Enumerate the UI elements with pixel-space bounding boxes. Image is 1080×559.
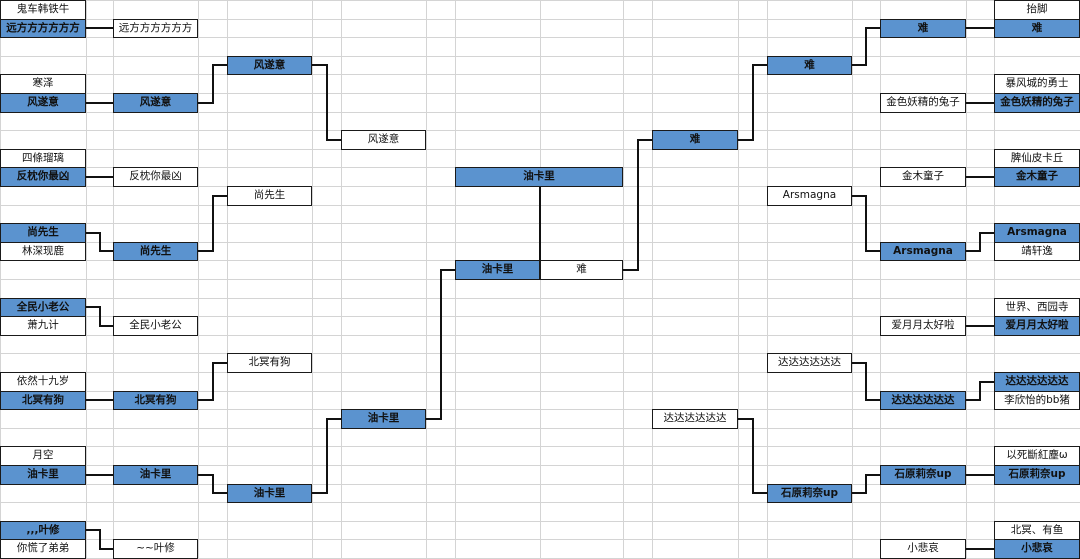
right-round1-match5-bottom: 爱月月太好啦: [994, 316, 1080, 336]
left-round1-match6-top: 依然十九岁: [0, 372, 86, 392]
right-round1-match4-bottom: 靖轩逸: [994, 242, 1080, 261]
left-round1-match6-bottom: 北冥有狗: [0, 391, 86, 410]
final-right-slot: 难: [540, 260, 623, 280]
left-round3-match2-top: 北冥有狗: [227, 353, 312, 373]
left-round1-match2-top: 寒泽: [0, 74, 86, 94]
right-round4-match1-bottom: 达达达达达达: [652, 409, 738, 429]
right-round2-match2-bottom: Arsmagna: [880, 242, 966, 261]
left-round1-match1-bottom: 远方方方方方方: [0, 19, 86, 38]
left-round2-match3-top: 全民小老公: [113, 316, 198, 336]
right-round1-match3-bottom: 金木童子: [994, 167, 1080, 187]
right-round1-match2-top: 暴风城的勇士: [994, 74, 1080, 94]
right-round2-match2-top: 金木童子: [880, 167, 966, 187]
right-round1-match6-top: 达达达达达达: [994, 372, 1080, 392]
right-round1-match1-bottom: 难: [994, 19, 1080, 38]
right-round2-match4-top: 石原莉奈up: [880, 465, 966, 485]
right-round1-match3-top: 脾仙皮卡丘: [994, 149, 1080, 168]
left-round1-match3-top: 四條瑠璃: [0, 149, 86, 168]
left-round4-match1-bottom: 油卡里: [341, 409, 426, 429]
right-round1-match2-bottom: 金色妖精的兔子: [994, 93, 1080, 113]
left-round2-match3-bottom: 北冥有狗: [113, 391, 198, 410]
right-round1-match4-top: Arsmagna: [994, 223, 1080, 243]
final-left-slot: 油卡里: [455, 260, 540, 280]
left-round1-match4-bottom: 林深现鹿: [0, 242, 86, 261]
left-round2-match1-bottom: 风遂意: [113, 93, 198, 113]
right-round1-match1-top: 抬脚: [994, 0, 1080, 20]
left-round2-match4-bottom: ~~叶修: [113, 539, 198, 559]
right-round2-match1-top: 难: [880, 19, 966, 38]
right-round2-match3-bottom: 达达达达达达: [880, 391, 966, 410]
right-round4-match1-top: 难: [652, 130, 738, 150]
left-round1-match3-bottom: 反枕你最凶: [0, 167, 86, 187]
left-round2-match1-top: 远方方方方方方: [113, 19, 198, 38]
left-round3-match1-top: 风遂意: [227, 56, 312, 75]
right-round1-match8-top: 北冥、有鱼: [994, 521, 1080, 540]
left-round1-match5-top: 全民小老公: [0, 298, 86, 317]
left-round1-match7-bottom: 油卡里: [0, 465, 86, 485]
left-round1-match7-top: 月空: [0, 446, 86, 466]
right-round2-match3-top: 爱月月太好啦: [880, 316, 966, 336]
right-round3-match2-bottom: 石原莉奈up: [767, 484, 852, 503]
right-round2-match1-bottom: 金色妖精的兔子: [880, 93, 966, 113]
right-round3-match1-bottom: Arsmagna: [767, 186, 852, 206]
left-round2-match2-bottom: 尚先生: [113, 242, 198, 261]
right-round2-match4-bottom: 小悲哀: [880, 539, 966, 559]
right-round3-match1-top: 难: [767, 56, 852, 75]
left-round1-match2-bottom: 风遂意: [0, 93, 86, 113]
right-round1-match6-bottom: 李欣怡的bb猪: [994, 391, 1080, 410]
right-round1-match8-bottom: 小悲哀: [994, 539, 1080, 559]
left-round3-match1-bottom: 尚先生: [227, 186, 312, 206]
right-round1-match7-bottom: 石原莉奈up: [994, 465, 1080, 485]
left-round1-match8-bottom: 你慌了弟弟: [0, 539, 86, 559]
left-round3-match2-bottom: 油卡里: [227, 484, 312, 503]
left-round2-match4-top: 油卡里: [113, 465, 198, 485]
left-round1-match5-bottom: 萧九计: [0, 316, 86, 336]
left-round1-match8-top: ,,,叶修: [0, 521, 86, 540]
left-round1-match1-top: 鬼车韩铁牛: [0, 0, 86, 20]
left-round4-match1-top: 风遂意: [341, 130, 426, 150]
left-round1-match4-top: 尚先生: [0, 223, 86, 243]
right-round3-match2-top: 达达达达达达: [767, 353, 852, 373]
right-round1-match5-top: 世界、西园寺: [994, 298, 1080, 317]
champion-slot: 油卡里: [455, 167, 623, 187]
left-round2-match2-top: 反枕你最凶: [113, 167, 198, 187]
right-round1-match7-top: 以死斷紅塵ω: [994, 446, 1080, 466]
